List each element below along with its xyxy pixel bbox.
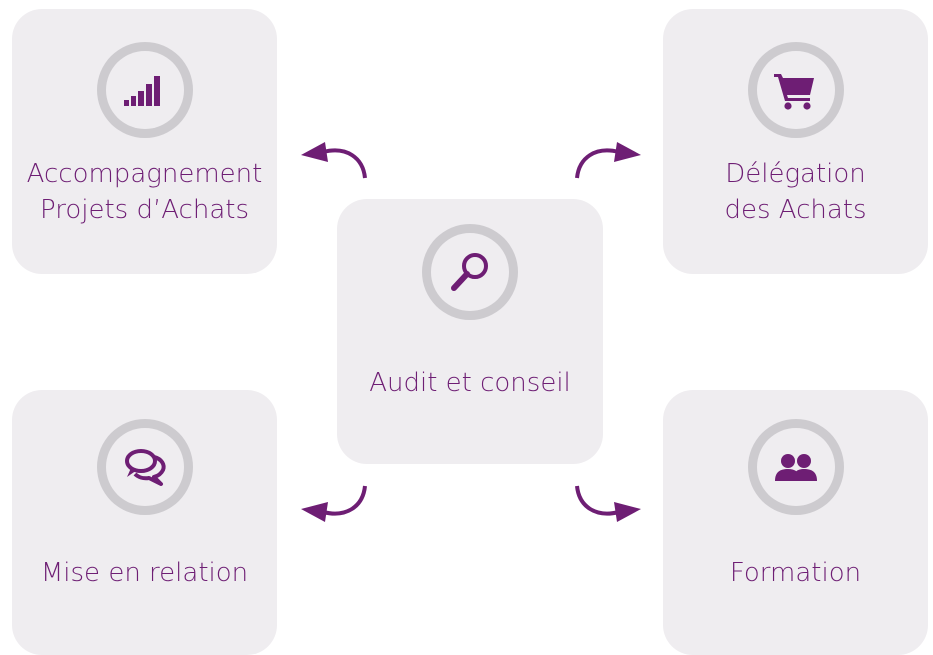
card-delegation[interactable]: Délégation des Achats: [663, 9, 928, 274]
card-label-line: Accompagnement: [26, 159, 263, 189]
card-label: Formation: [729, 558, 862, 588]
card-label: Délégation des Achats: [663, 156, 928, 228]
card-label-line: Projets d’Achats: [39, 195, 249, 225]
users-icon: [774, 454, 817, 481]
chat-bubbles-icon: [124, 449, 166, 486]
bar-chart-icon: [123, 76, 160, 106]
curved-arrow-icon: [575, 485, 641, 522]
curved-arrow-icon: [301, 485, 367, 522]
card-label-line: des Achats: [724, 195, 867, 225]
card-mise-en-relation[interactable]: Mise en relation: [12, 390, 277, 655]
card-label: Audit et conseil: [369, 368, 571, 398]
icon-ring: [96, 42, 193, 138]
card-accompagnement[interactable]: Accompagnement Projets d’Achats: [12, 9, 277, 274]
icon-ring: [747, 419, 844, 515]
curved-arrow-icon: [301, 142, 367, 179]
card-label-line: Délégation: [725, 159, 866, 189]
card-label: Mise en relation: [40, 558, 249, 588]
shopping-cart-icon: [773, 74, 814, 110]
card-audit[interactable]: Audit et conseil: [337, 199, 603, 464]
icon-ring: [747, 42, 844, 138]
card-formation[interactable]: Formation: [663, 390, 928, 655]
icon-ring: [96, 419, 193, 515]
curved-arrow-icon: [575, 142, 641, 179]
icon-ring: [422, 224, 518, 320]
magnifier-icon: [451, 253, 488, 291]
card-label: Accompagnement Projets d’Achats: [12, 156, 277, 228]
